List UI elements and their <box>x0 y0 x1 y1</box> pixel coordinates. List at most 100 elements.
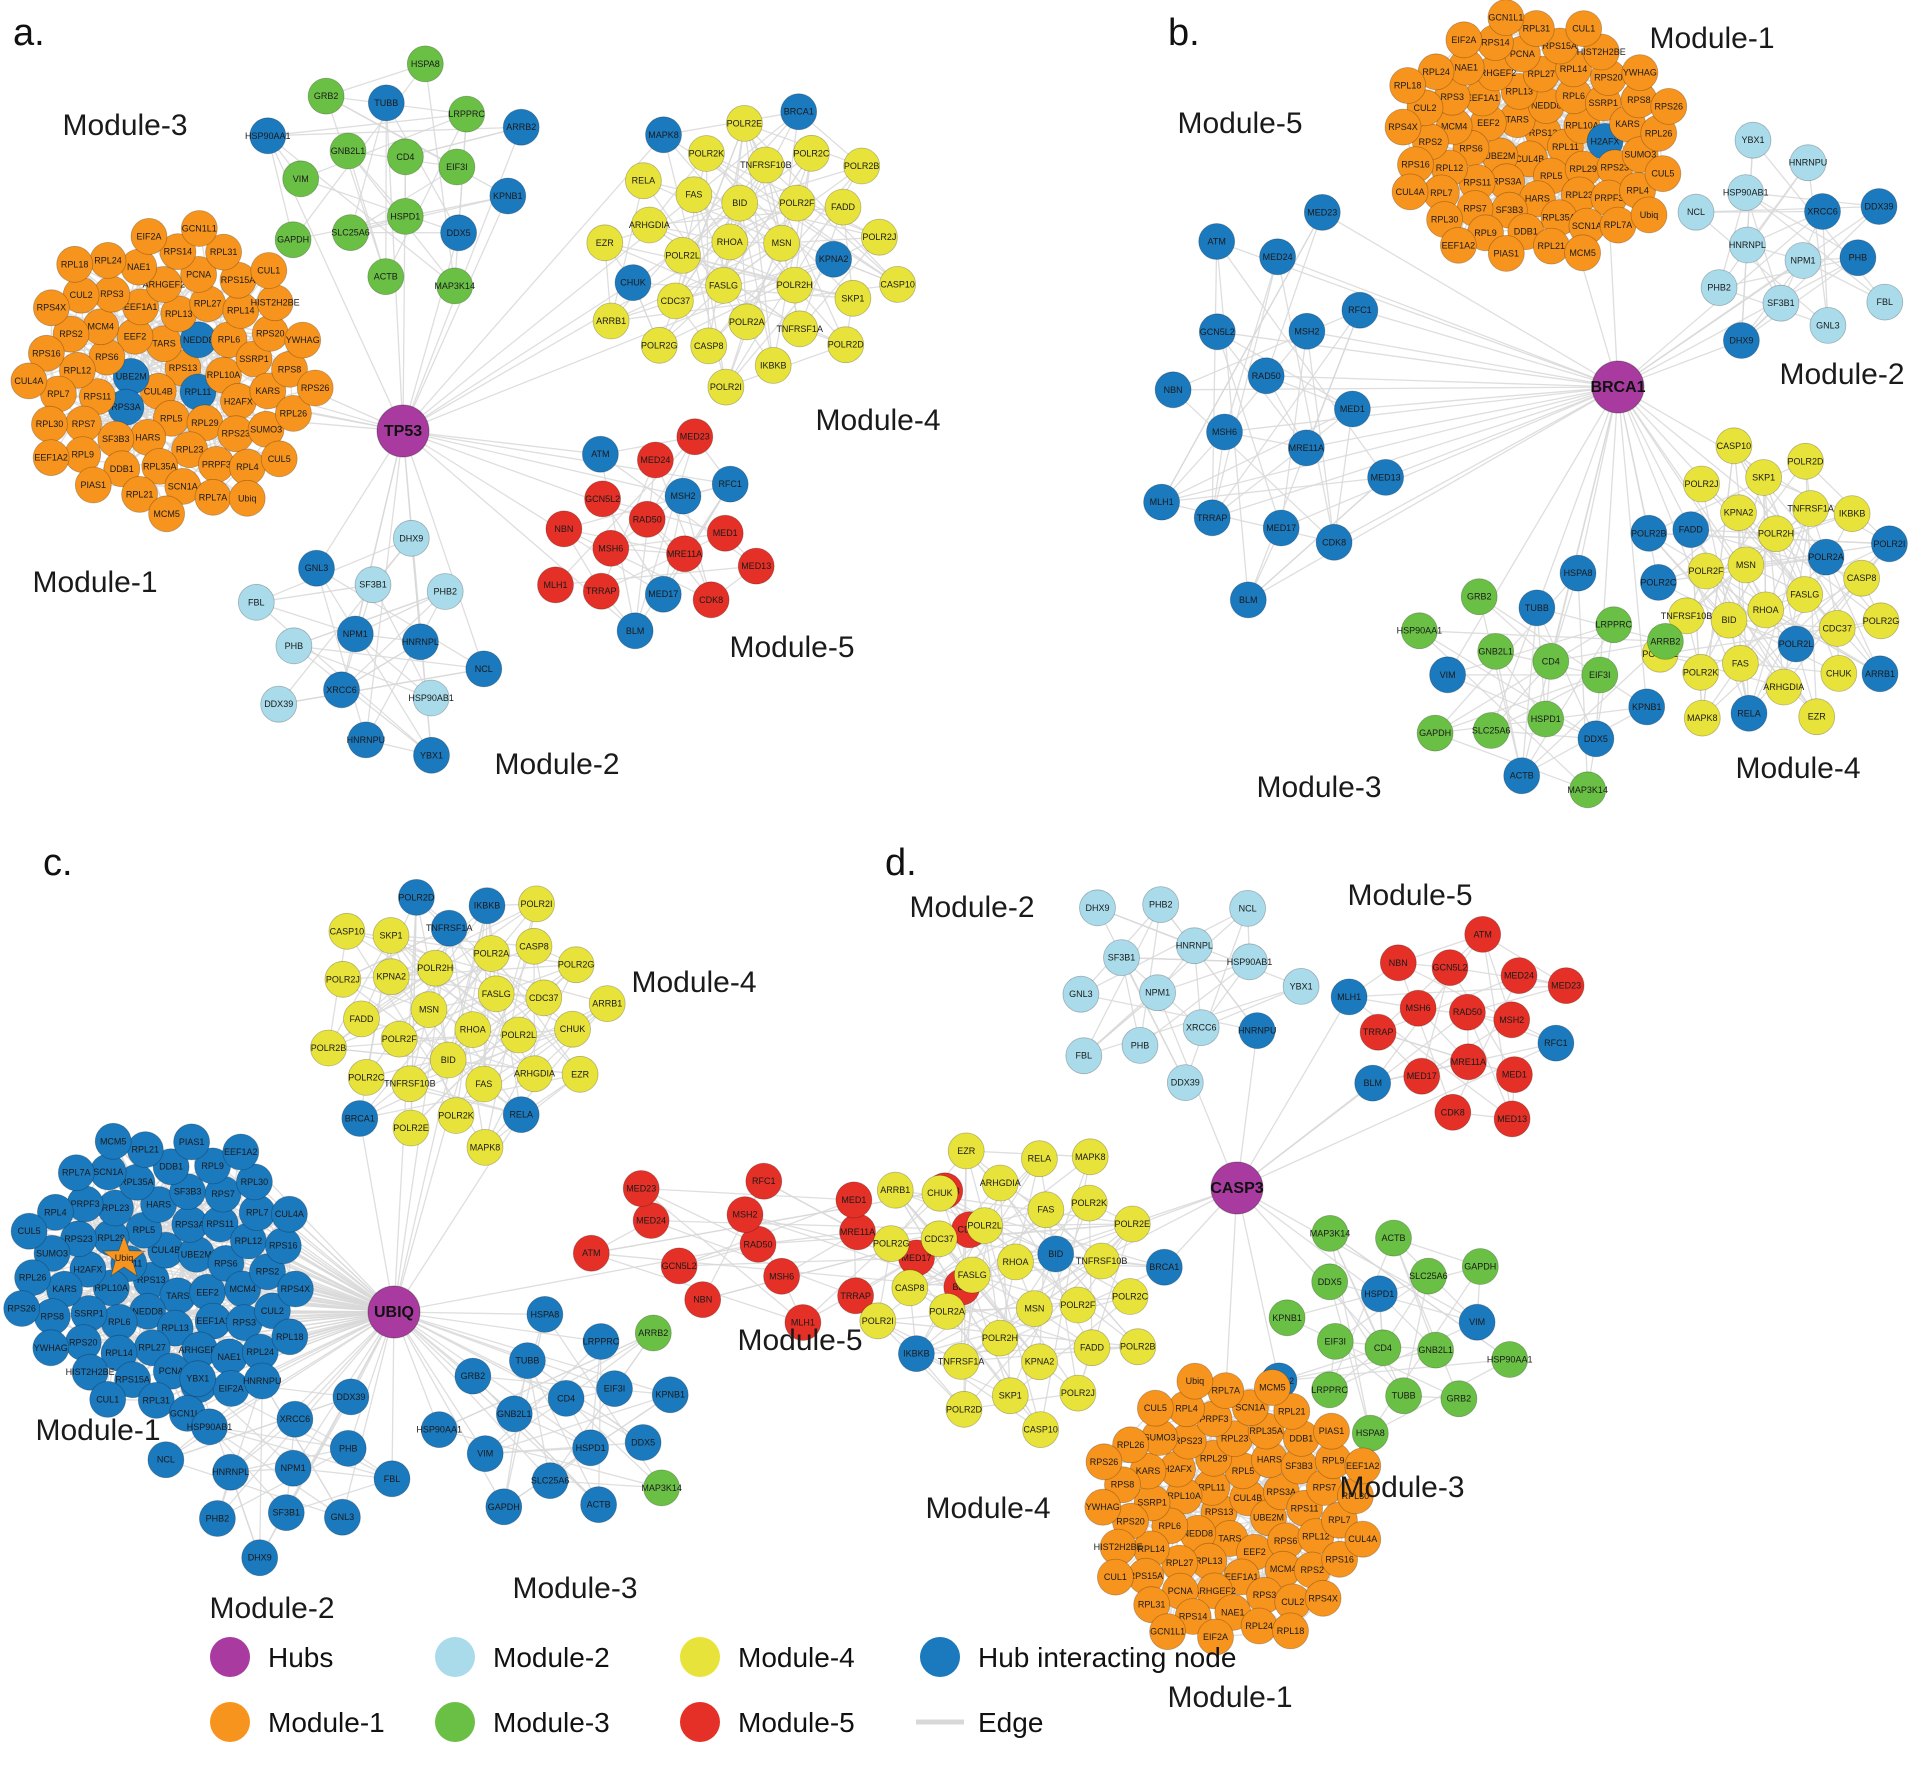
node-hspa8[interactable]: HSPA8 <box>1559 554 1597 592</box>
node-med1[interactable]: MED1 <box>1334 390 1371 428</box>
node-rps26[interactable]: RPS26 <box>1650 88 1688 125</box>
node-eif3i[interactable]: EIF3I <box>438 148 476 186</box>
node-polr2j[interactable]: POLR2J <box>1059 1374 1097 1412</box>
node-map3k14[interactable]: MAP3K14 <box>1567 771 1608 809</box>
node-med13[interactable]: MED13 <box>737 547 775 585</box>
node-med1[interactable]: MED1 <box>835 1181 873 1219</box>
node-casp10[interactable]: CASP10 <box>1715 427 1753 465</box>
node-med17[interactable]: MED17 <box>1403 1057 1441 1095</box>
node-polr2h[interactable]: POLR2H <box>1757 515 1795 553</box>
node-actb[interactable]: ACTB <box>367 258 405 296</box>
node-slc25a6[interactable]: SLC25A6 <box>531 1462 570 1499</box>
node-dhx9[interactable]: DHX9 <box>392 519 430 557</box>
node-polr2c[interactable]: POLR2C <box>1640 564 1677 601</box>
node-hsp90aa1[interactable]: HSP90AA1 <box>1487 1341 1533 1378</box>
node-fadd[interactable]: FADD <box>1073 1329 1111 1367</box>
node-fas[interactable]: FAS <box>1027 1191 1065 1229</box>
node-actb[interactable]: ACTB <box>1503 757 1541 795</box>
node-npm1[interactable]: NPM1 <box>336 615 374 653</box>
node-eif3i[interactable]: EIF3I <box>596 1370 633 1407</box>
node-polr2a[interactable]: POLR2A <box>1807 538 1845 576</box>
node-med17[interactable]: MED17 <box>1262 509 1300 547</box>
node-cul4a[interactable]: CUL4A <box>10 362 48 400</box>
node-cdc37[interactable]: CDC37 <box>1818 610 1856 647</box>
node-rps15a[interactable]: RPS15A <box>114 1361 152 1399</box>
node-bid[interactable]: BID <box>1037 1235 1075 1273</box>
node-ssrp1[interactable]: SSRP1 <box>235 340 273 378</box>
node-fbl[interactable]: FBL <box>1065 1037 1103 1075</box>
node-cul1[interactable]: CUL1 <box>1565 10 1603 48</box>
node-rfc1[interactable]: RFC1 <box>711 465 749 503</box>
node-nbn[interactable]: NBN <box>545 510 583 548</box>
node-polr2h[interactable]: POLR2H <box>776 266 813 304</box>
node-hnrnpu[interactable]: HNRNPU <box>243 1362 282 1400</box>
node-tnfrsf10b[interactable]: TNFRSF10B <box>384 1065 436 1103</box>
node-hsp90ab1[interactable]: HSP90AB1 <box>187 1408 233 1446</box>
node-rps3[interactable]: RPS3 <box>225 1304 263 1341</box>
node-cdc37[interactable]: CDC37 <box>657 282 694 320</box>
node-polr2i[interactable]: POLR2I <box>859 1302 897 1340</box>
node-fadd[interactable]: FADD <box>1672 511 1710 548</box>
node-polr2l[interactable]: POLR2L <box>966 1207 1003 1244</box>
node-rps16[interactable]: RPS16 <box>1321 1540 1358 1578</box>
node-bid[interactable]: BID <box>429 1041 467 1079</box>
node-polr2e[interactable]: POLR2E <box>392 1109 430 1147</box>
node-faslg[interactable]: FASLG <box>953 1256 991 1294</box>
node-rps6[interactable]: RPS6 <box>207 1245 245 1282</box>
node-polr2e[interactable]: POLR2E <box>1113 1205 1151 1243</box>
node-msh2[interactable]: MSH2 <box>1288 312 1326 350</box>
node-arrb2[interactable]: ARRB2 <box>634 1314 672 1352</box>
node-polr2d[interactable]: POLR2D <box>397 879 435 916</box>
node-polr2b[interactable]: POLR2B <box>843 147 881 185</box>
node-polr2g[interactable]: POLR2G <box>640 326 678 364</box>
node-lrpprc[interactable]: LRPPRC <box>1311 1371 1348 1409</box>
node-med1[interactable]: MED1 <box>1496 1056 1533 1093</box>
node-mcm5[interactable]: MCM5 <box>1564 234 1601 272</box>
node-hnrnpl[interactable]: HNRNPL <box>402 623 439 661</box>
node-phb2[interactable]: PHB2 <box>426 573 464 610</box>
node-cul2[interactable]: CUL2 <box>253 1292 291 1330</box>
node-gcn5l2[interactable]: GCN5L2 <box>584 480 621 518</box>
node-rpl4[interactable]: RPL4 <box>228 448 266 486</box>
node-mapk8[interactable]: MAPK8 <box>466 1129 504 1166</box>
node-arhgdia[interactable]: ARHGDIA <box>1763 668 1804 706</box>
node-ddx5[interactable]: DDX5 <box>624 1424 662 1461</box>
node-rpl30[interactable]: RPL30 <box>31 405 68 443</box>
node-ncl[interactable]: NCL <box>1677 193 1715 231</box>
node-atm[interactable]: ATM <box>582 435 619 473</box>
node-polr2l[interactable]: POLR2L <box>664 236 701 274</box>
node-rpl21[interactable]: RPL21 <box>121 475 159 513</box>
node-polr2l[interactable]: POLR2L <box>1777 625 1815 663</box>
node-ywhag[interactable]: YWHAG <box>1084 1488 1122 1526</box>
node-gcn1l1[interactable]: GCN1L1 <box>180 210 218 247</box>
node-hnrnpl[interactable]: HNRNPL <box>1729 226 1766 264</box>
node-gapdh[interactable]: GAPDH <box>1416 714 1454 752</box>
node-grb2[interactable]: GRB2 <box>1460 578 1498 616</box>
node-arhgdia[interactable]: ARHGDIA <box>980 1164 1021 1202</box>
node-ezr[interactable]: EZR <box>1798 698 1836 736</box>
node-grb2[interactable]: GRB2 <box>1440 1380 1478 1418</box>
node-rpl26[interactable]: RPL26 <box>274 394 312 432</box>
node-polr2d[interactable]: POLR2D <box>827 326 865 364</box>
node-mapk8[interactable]: MAPK8 <box>1071 1138 1109 1176</box>
node-ikbkb[interactable]: IKBKB <box>468 887 506 925</box>
node-fas[interactable]: FAS <box>465 1065 503 1103</box>
node-slc25a6[interactable]: SLC25A6 <box>1409 1257 1448 1295</box>
node-fadd[interactable]: FADD <box>824 188 862 226</box>
node-faslg[interactable]: FASLG <box>477 975 515 1013</box>
node-kpnb1[interactable]: KPNB1 <box>1268 1299 1306 1337</box>
node-polr2j[interactable]: POLR2J <box>1683 465 1720 503</box>
node-kpnb1[interactable]: KPNB1 <box>651 1376 689 1414</box>
node-phb2[interactable]: PHB2 <box>1700 269 1738 307</box>
node-gnl3[interactable]: GNL3 <box>323 1498 361 1536</box>
node-polr2b[interactable]: POLR2B <box>310 1029 347 1067</box>
node-rhoa[interactable]: RHOA <box>711 223 749 261</box>
node-msh6[interactable]: MSH6 <box>763 1257 800 1295</box>
node-gnb2l1[interactable]: GNB2L1 <box>1417 1331 1454 1369</box>
node-cul1[interactable]: CUL1 <box>1097 1558 1134 1596</box>
node-rpl21[interactable]: RPL21 <box>1273 1393 1311 1430</box>
node-atm[interactable]: ATM <box>572 1234 610 1272</box>
node-phb2[interactable]: PHB2 <box>1142 886 1180 923</box>
node-gapdh[interactable]: GAPDH <box>274 221 312 259</box>
node-gapdh[interactable]: GAPDH <box>1461 1248 1499 1285</box>
